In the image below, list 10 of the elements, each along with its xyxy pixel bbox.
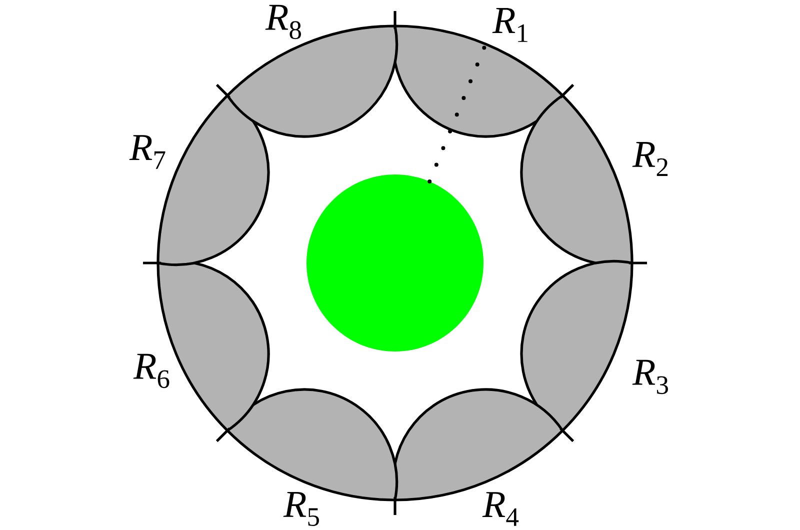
region-label: R$_{2}$: [632, 142, 668, 176]
region-label: R$_{4}$: [482, 492, 519, 526]
region-label: R$_{6}$: [133, 354, 170, 388]
region-label: R$_{1}$: [492, 8, 528, 42]
region-label: R$_{7}$: [129, 135, 166, 169]
disc: [306, 174, 484, 352]
dotted-line: [428, 46, 486, 184]
region-label: R$_{5}$: [283, 492, 319, 526]
region-label: R$_{8}$: [265, 4, 301, 40]
region-label: R$_{3}$: [632, 360, 668, 394]
